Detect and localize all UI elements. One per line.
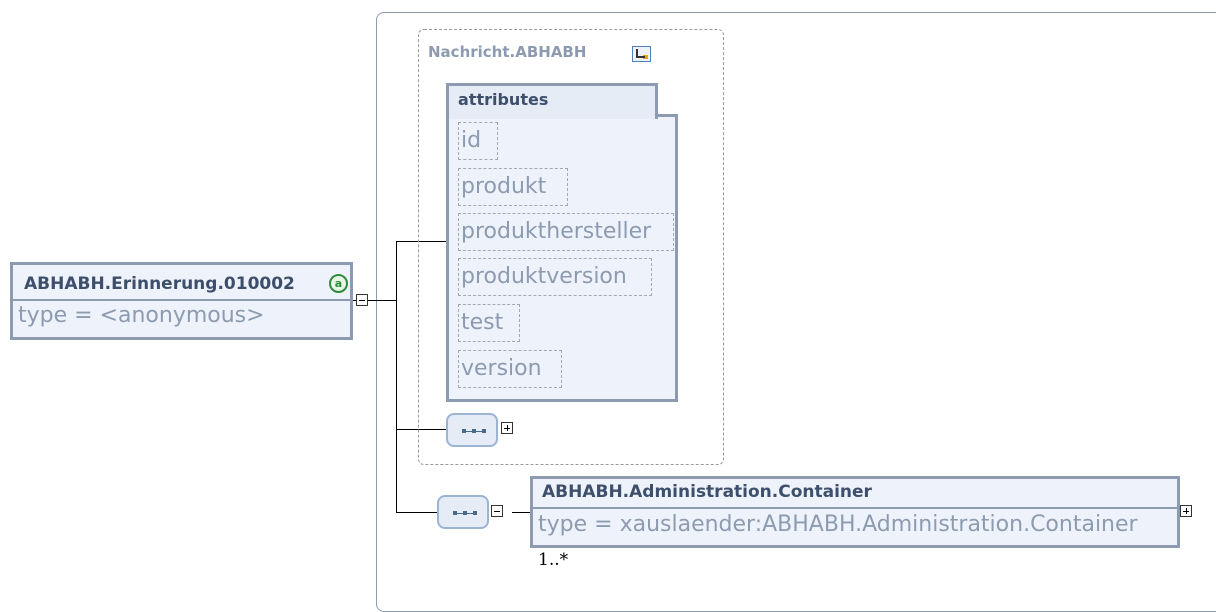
attribute-id[interactable]: id	[458, 122, 498, 160]
outer-sequence-icon[interactable]	[437, 495, 489, 529]
connector-inner-sequence	[396, 429, 446, 430]
child-multiplicity: 1..*	[538, 550, 569, 570]
attribute-test[interactable]: test	[458, 304, 520, 342]
expand-child-element-toggle[interactable]	[1180, 505, 1192, 517]
collapse-outer-sequence-toggle[interactable]	[491, 505, 503, 517]
group-title: Nachricht.ABHABH	[428, 43, 587, 61]
attributes-title: attributes	[458, 90, 549, 109]
collapse-root-toggle[interactable]	[356, 294, 368, 306]
inner-sequence-icon[interactable]	[446, 413, 498, 447]
child-element-type: type = xauslaender:ABHABH.Administration…	[538, 512, 1138, 537]
group-link-icon[interactable]	[632, 46, 651, 62]
connector-outer-sequence	[396, 512, 438, 513]
connector-attributes	[396, 241, 446, 242]
attribute-a-icon: a	[329, 274, 348, 293]
connector-child-element	[512, 512, 530, 513]
attribute-produkt[interactable]: produkt	[458, 168, 568, 206]
child-element-name: ABHABH.Administration.Container	[542, 482, 872, 502]
root-element-name: ABHABH.Erinnerung.010002	[24, 274, 295, 294]
connector-root	[353, 300, 397, 301]
expand-inner-sequence-toggle[interactable]	[501, 422, 513, 434]
group-box	[418, 29, 724, 465]
root-element-box[interactable]	[10, 262, 353, 340]
connector-trunk	[396, 241, 397, 513]
root-element-type: type = <anonymous>	[18, 303, 265, 328]
child-element-box[interactable]	[530, 476, 1180, 548]
attribute-produktversion[interactable]: produktversion	[458, 258, 652, 296]
attribute-produkthersteller[interactable]: produkthersteller	[458, 213, 674, 251]
attributes-tab	[446, 83, 658, 119]
attribute-version[interactable]: version	[458, 350, 562, 388]
